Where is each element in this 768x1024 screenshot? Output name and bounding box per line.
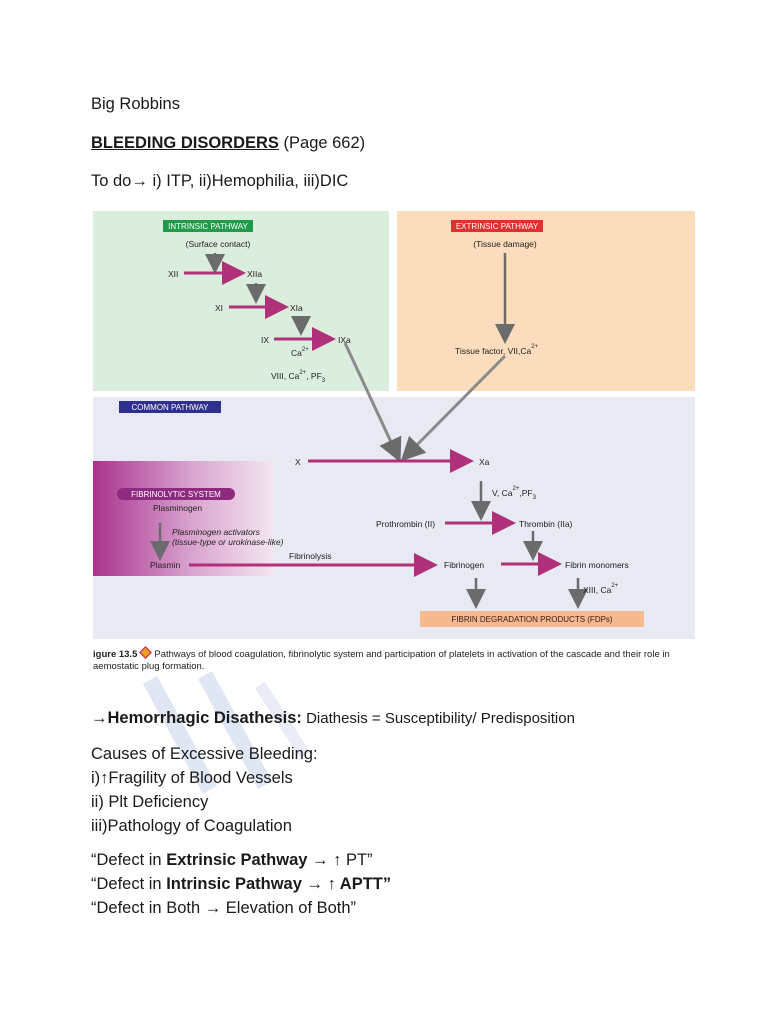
tissue-factor-label: Tissue factor, VII,Ca2+ [455,344,539,356]
extrinsic-panel [397,211,695,391]
fibrin-monomers-label: Fibrin monomers [565,560,629,570]
factor-xa: Xa [479,457,490,467]
v-cofactors: V, Ca2+,PF3 [492,486,537,501]
activators-type-label: (tissue-type or urokinase-like) [172,537,284,547]
factor-xi: XI [215,303,223,313]
figure-caption: igure 13.5 Pathways of blood coagulation,… [93,646,708,673]
plasminogen-label: Plasminogen [153,503,202,513]
arrow-icon: → [91,709,108,727]
fdp-box [420,611,644,627]
factor-xii: XII [168,269,178,279]
hemorrhagic-heading: →Hemorrhagic Disathesis: Diathesis = Sus… [91,709,575,728]
todo-line: To do→ i) ITP, ii)Hemophilia, iii)DIC [91,172,349,190]
intrinsic-pathway-label: INTRINSIC PATHWAY [168,222,248,231]
fdp-label: FIBRIN DEGRADATION PRODUCTS (FDPs) [451,615,613,624]
cause-item-3: iii)Pathology of Coagulation [91,817,292,835]
factor-x: X [295,457,301,467]
hemorrhagic-title: Hemorrhagic Disathesis: [107,709,302,727]
factor-xia: XIa [290,303,303,313]
both-defect-note: “Defect in Both → Elevation of Both” [91,899,357,917]
fibrinogen-label: Fibrinogen [444,560,484,570]
tissue-damage-label: (Tissue damage) [473,239,537,249]
viii-cofactors: VIII, Ca2+, PF3 [271,370,326,384]
fibrinolysis-label: Fibrinolysis [289,551,332,561]
figure-number: igure 13.5 [93,649,138,660]
cause-item-2: ii) Plt Deficiency [91,793,209,811]
factor-ix: IX [261,335,269,345]
cause-item-1: i)↑Fragility of Blood Vessels [91,769,293,787]
thrombin-label: Thrombin (IIa) [519,519,573,529]
intrinsic-defect-note: “Defect in Intrinsic Pathway → ↑ APTT” [91,875,392,893]
extrinsic-defect-note: “Defect in Extrinsic Pathway → ↑ PT” [91,851,373,869]
common-pathway-label: COMMON PATHWAY [131,403,209,412]
source-label: Big Robbins [91,95,180,113]
factor-ixa: IXa [338,335,351,345]
fibrinolytic-panel [93,461,273,576]
page-reference: (Page 662) [278,134,366,152]
heading-line: BLEEDING DISORDERS (Page 662) [91,134,365,153]
plasmin-label: Plasmin [150,560,181,570]
caption-text: Pathways of blood coagulation, fibrinoly… [154,649,670,660]
calcium-label: Ca2+ [291,347,309,358]
factor-xiia: XIIa [247,269,262,279]
xiii-cofactors: XIII, Ca2+ [583,583,619,595]
activators-label: Plasminogen activators [172,527,261,537]
surface-contact-label: (Surface contact) [186,239,251,249]
page-title: BLEEDING DISORDERS [91,134,279,152]
extrinsic-pathway-label: EXTRINSIC PATHWAY [456,222,539,231]
fibrinolytic-system-label: FIBRINOLYTIC SYSTEM [131,490,221,499]
coagulation-pathway-figure: INTRINSIC PATHWAY (Surface contact) EXTR… [93,211,695,639]
diathesis-definition: Diathesis = Susceptibility/ Predispositi… [301,710,575,727]
caption-text-continued: aemostatic plug formation. [93,661,205,672]
prothrombin-label: Prothrombin (II) [376,519,435,529]
intrinsic-panel [93,211,389,391]
diamond-icon [139,646,153,659]
causes-title: Causes of Excessive Bleeding: [91,745,318,763]
